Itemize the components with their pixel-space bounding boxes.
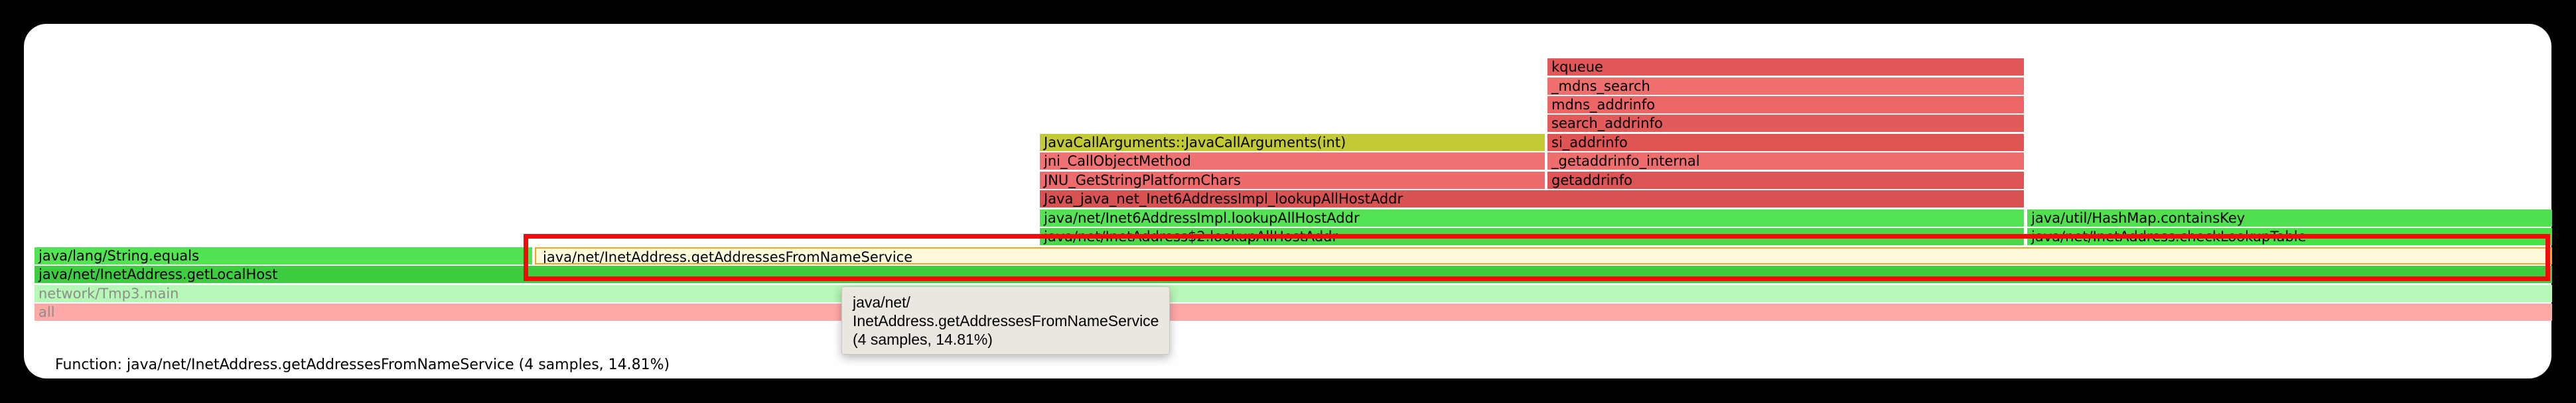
flame-frame[interactable]: getaddrinfo	[1547, 172, 2024, 189]
tooltip-line: java/net/	[853, 294, 910, 311]
flame-frame[interactable]: java/net/InetAddress.getLocalHost	[35, 266, 2552, 283]
flame-frame[interactable]: all	[35, 304, 2552, 321]
flame-frame-hovered[interactable]: java/net/InetAddress.getAddressesFromNam…	[535, 247, 2552, 264]
flame-frame[interactable]: search_addrinfo	[1547, 115, 2024, 132]
flame-frame[interactable]: JNU_GetStringPlatformChars	[1040, 172, 1545, 189]
flame-frame[interactable]: mdns_addrinfo	[1547, 96, 2024, 113]
tooltip-line: (4 samples, 14.81%)	[853, 331, 993, 348]
status-line: Function: java/net/InetAddress.getAddres…	[55, 357, 670, 373]
flame-frame[interactable]: JavaCallArguments::JavaCallArguments(int…	[1040, 134, 1545, 151]
flame-frame[interactable]: java/net/InetAddress.checkLookupTable	[2027, 228, 2552, 245]
flame-frame[interactable]: java/net/Inet6AddressImpl.lookupAllHostA…	[1040, 209, 2024, 227]
flame-frame[interactable]: _getaddrinfo_internal	[1547, 152, 2024, 170]
flame-frame[interactable]: network/Tmp3.main	[35, 285, 2552, 302]
flame-frame[interactable]: java/net/InetAddress$2.lookupAllHostAddr	[1040, 228, 2024, 245]
flame-frame[interactable]: _mdns_search	[1547, 78, 2024, 95]
flame-frame[interactable]: Java_java_net_Inet6AddressImpl_lookupAll…	[1040, 190, 2024, 207]
flame-frame[interactable]: java/util/HashMap.containsKey	[2027, 209, 2552, 227]
tooltip: java/net/ InetAddress.getAddressesFromNa…	[841, 286, 1171, 355]
flame-frame[interactable]: si_addrinfo	[1547, 134, 2024, 151]
flame-frame[interactable]: kqueue	[1547, 58, 2024, 76]
flame-frame[interactable]: java/lang/String.equals	[35, 247, 532, 264]
flame-frame[interactable]: jni_CallObjectMethod	[1040, 152, 1545, 170]
tooltip-line: InetAddress.getAddressesFromNameService	[853, 312, 1159, 329]
